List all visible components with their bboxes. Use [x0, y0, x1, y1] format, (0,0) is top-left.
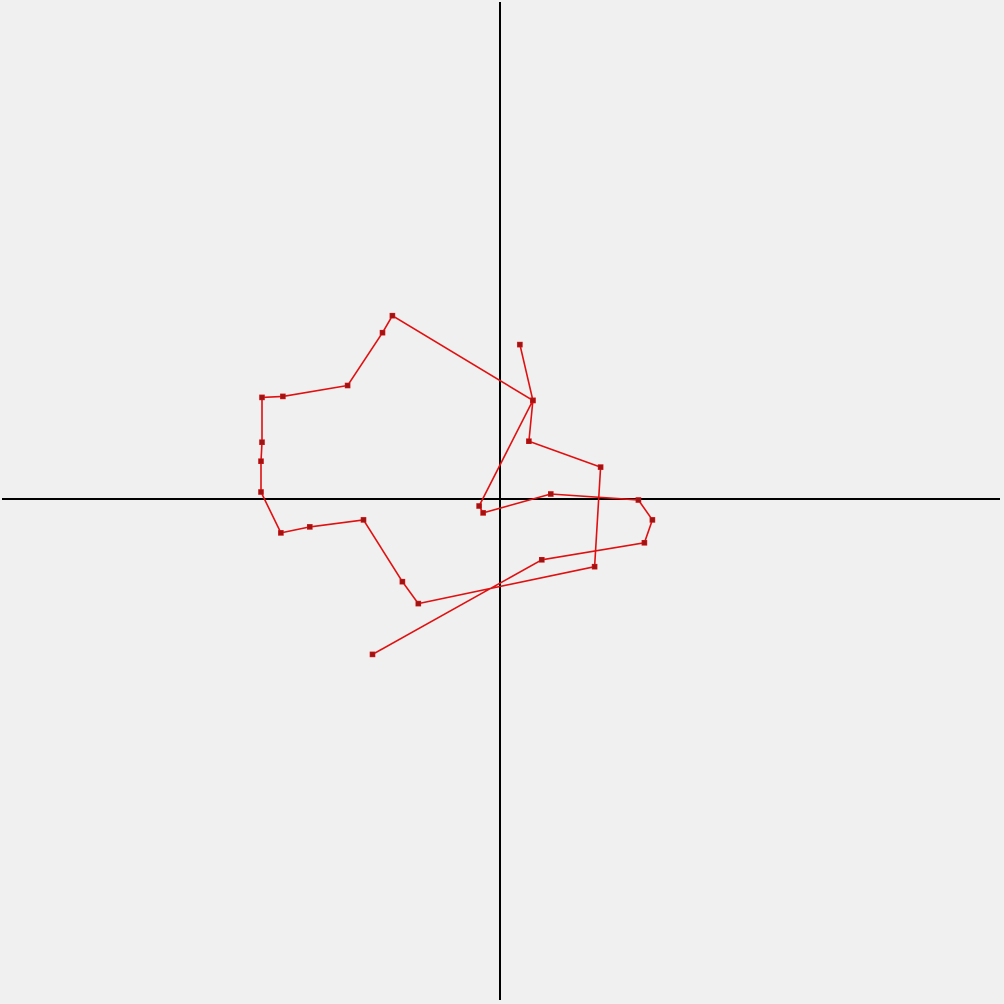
series-line-0 [260, 314, 654, 656]
data-point [591, 563, 598, 570]
data-point [530, 397, 536, 404]
data-point [635, 497, 642, 503]
data-point [369, 651, 376, 658]
data-point [259, 394, 265, 401]
data-point [641, 539, 648, 546]
data-point [360, 517, 367, 523]
data-point [480, 510, 486, 516]
data-point [379, 329, 386, 336]
data-point [344, 382, 351, 389]
data-point [280, 393, 286, 400]
data-point [278, 530, 284, 536]
data-point [415, 600, 422, 607]
data-point [399, 578, 406, 585]
data-point [389, 312, 396, 319]
data-point [547, 491, 554, 497]
data-point [476, 503, 482, 509]
marker-layer [258, 312, 656, 658]
data-point [306, 524, 313, 530]
data-point [597, 464, 604, 470]
data-point [258, 458, 264, 465]
data-point [258, 489, 264, 495]
series-layer [260, 314, 654, 656]
data-point [649, 517, 656, 523]
data-point [526, 438, 532, 445]
data-point [259, 439, 265, 446]
data-point [538, 556, 545, 563]
data-point [517, 341, 523, 348]
